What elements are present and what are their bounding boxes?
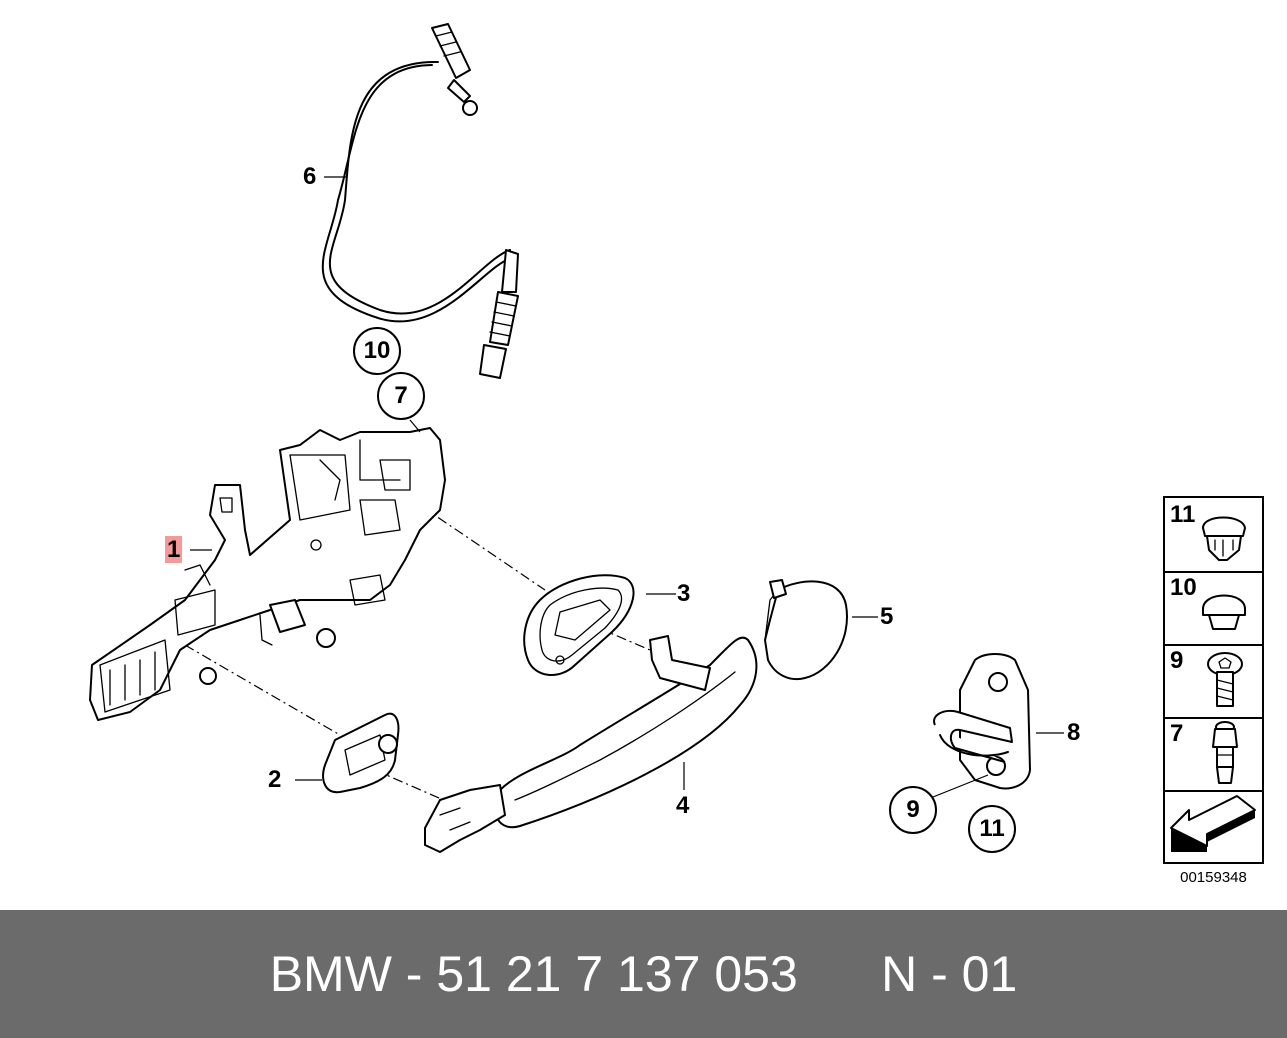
callout-3: 3 <box>677 580 691 607</box>
footer-note: N - 01 <box>881 946 1018 1002</box>
callout-11-circled: 11 <box>968 805 1016 853</box>
callout-1: 1 <box>165 536 183 563</box>
part-8-striker <box>933 653 1031 790</box>
round-plug-icon <box>1202 594 1246 630</box>
callout-4: 4 <box>676 792 690 819</box>
legend-label: 10 <box>1170 574 1197 601</box>
part-6-cable <box>321 23 519 379</box>
part-1-handle-carrier <box>89 427 446 721</box>
legend-item-7: 7 <box>1165 717 1262 792</box>
callout-7-circled: 7 <box>377 372 425 420</box>
legend-label: 9 <box>1170 647 1184 674</box>
socket-bolt-icon <box>1212 721 1238 784</box>
part-3-gasket <box>523 574 635 677</box>
legend-label: 11 <box>1170 501 1196 528</box>
diagram-code: 00159348 <box>1180 869 1247 886</box>
diagram-drawing <box>89 23 1064 853</box>
legend-item-arrow <box>1165 790 1262 862</box>
footer-bar: BMW - 51 21 7 137 053 N - 01 <box>0 910 1287 1038</box>
callout-5: 5 <box>880 603 894 630</box>
legend-item-9: 9 <box>1165 644 1262 719</box>
legend-item-11: 11 <box>1165 498 1262 573</box>
callout-10-circled: 10 <box>353 327 401 375</box>
legend-item-10: 10 <box>1165 571 1262 646</box>
torx-screw-icon <box>1207 652 1243 707</box>
part-5-cap <box>764 579 848 680</box>
arrow-icon <box>1170 795 1256 852</box>
callout-6: 6 <box>303 163 317 190</box>
part-4-handle <box>424 635 758 853</box>
callout-8: 8 <box>1067 719 1081 746</box>
callout-2: 2 <box>268 766 282 793</box>
parts-diagram: 1 2 3 4 5 6 8 10 7 9 11 11 10 9 <box>89 23 1264 886</box>
cap-plug-icon <box>1202 516 1246 561</box>
legend-label: 7 <box>1170 720 1184 747</box>
callout-9-circled: 9 <box>889 786 937 834</box>
footer-spacer <box>798 946 881 1002</box>
part-2-cover <box>322 712 400 794</box>
parts-legend: 11 10 9 7 <box>1163 496 1264 864</box>
part-number: BMW - 51 21 7 137 053 <box>269 946 798 1002</box>
